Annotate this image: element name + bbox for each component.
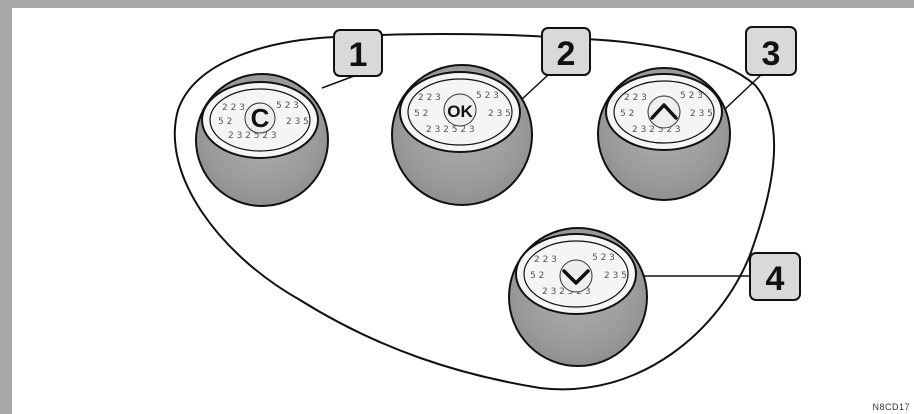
svg-text:5 2 3: 5 2 3 bbox=[680, 91, 703, 101]
chevron-up-icon bbox=[650, 103, 678, 120]
svg-text:2 3 2 5 2 3: 2 3 2 5 2 3 bbox=[426, 125, 475, 135]
svg-text:2 3 2 5 2 3: 2 3 2 5 2 3 bbox=[632, 125, 681, 135]
svg-text:2 3 2 5 2 3: 2 3 2 5 2 3 bbox=[542, 287, 591, 297]
button-up[interactable]: 2 2 3 5 2 3 5 2 2 3 5 2 3 2 5 2 3 bbox=[597, 67, 731, 201]
svg-text:5 2 3: 5 2 3 bbox=[476, 91, 499, 101]
svg-text:5 2 3: 5 2 3 bbox=[276, 101, 299, 111]
svg-text:2 3 5: 2 3 5 bbox=[604, 271, 627, 281]
svg-text:5 2: 5 2 bbox=[620, 109, 634, 119]
svg-text:5 2: 5 2 bbox=[218, 117, 232, 127]
button-down[interactable]: 2 2 3 5 2 3 5 2 2 3 5 2 3 2 5 2 3 bbox=[508, 227, 648, 367]
chevron-down-icon bbox=[562, 269, 590, 285]
button-ok-label: OK bbox=[447, 102, 473, 121]
button-ok[interactable]: 2 2 3 5 2 3 5 2 2 3 5 2 3 2 5 2 3 OK bbox=[391, 64, 533, 206]
svg-text:2 2 3: 2 2 3 bbox=[534, 255, 557, 265]
callout-3: 3 bbox=[745, 26, 797, 76]
svg-text:2 3 5: 2 3 5 bbox=[286, 117, 309, 127]
button-texture: 2 2 3 5 2 3 5 2 2 3 5 2 3 2 5 2 3 bbox=[414, 91, 511, 135]
callout-2: 2 bbox=[541, 27, 591, 76]
svg-text:5 2: 5 2 bbox=[414, 109, 428, 119]
callout-2-number: 2 bbox=[557, 35, 576, 73]
svg-text:2 2 3: 2 2 3 bbox=[222, 103, 245, 113]
svg-text:2 3 5: 2 3 5 bbox=[488, 109, 511, 119]
svg-text:2 2 3: 2 2 3 bbox=[624, 93, 647, 103]
callout-4-number: 4 bbox=[766, 260, 785, 298]
button-texture: 2 2 3 5 2 3 5 2 2 3 5 2 3 2 5 2 3 bbox=[218, 101, 309, 141]
svg-text:5 2: 5 2 bbox=[530, 271, 544, 281]
leader-line-1 bbox=[321, 75, 355, 89]
frame-left-border bbox=[0, 0, 12, 414]
svg-text:5 2 3: 5 2 3 bbox=[592, 253, 615, 263]
button-c-label: C bbox=[251, 103, 270, 133]
reference-code: N8CD17 bbox=[872, 402, 910, 412]
button-texture: 2 2 3 5 2 3 5 2 2 3 5 2 3 2 5 2 3 bbox=[620, 91, 713, 135]
svg-text:2 3 2 5 2 3: 2 3 2 5 2 3 bbox=[228, 131, 277, 141]
callout-1: 1 bbox=[333, 29, 383, 77]
button-texture: 2 2 3 5 2 3 5 2 2 3 5 2 3 2 5 2 3 bbox=[530, 253, 627, 297]
leader-line-3 bbox=[723, 73, 763, 111]
svg-text:2 3 5: 2 3 5 bbox=[690, 109, 713, 119]
callout-4: 4 bbox=[749, 252, 801, 301]
svg-text:2 2 3: 2 2 3 bbox=[418, 93, 441, 103]
callout-3-number: 3 bbox=[762, 35, 781, 73]
callout-1-number: 1 bbox=[349, 36, 368, 74]
button-c[interactable]: 2 2 3 5 2 3 5 2 2 3 5 2 3 2 5 2 3 C bbox=[195, 73, 329, 207]
frame-top-border bbox=[0, 0, 914, 8]
